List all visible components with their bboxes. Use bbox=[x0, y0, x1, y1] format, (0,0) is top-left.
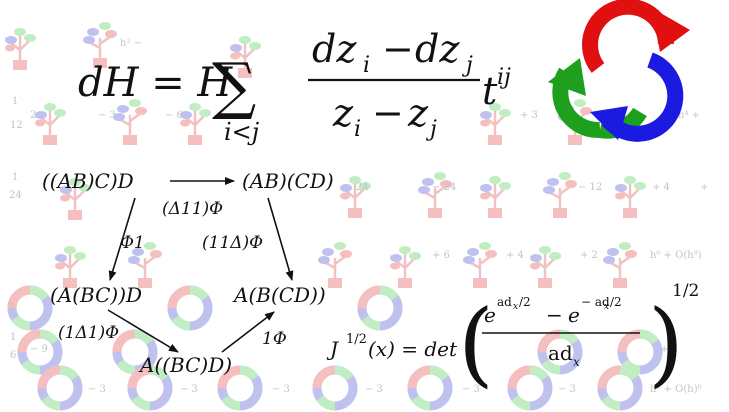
svg-text:z: z bbox=[407, 91, 429, 135]
bg-text: + 2 bbox=[580, 250, 598, 261]
node-1: ((AB)C)D bbox=[42, 169, 134, 193]
svg-text:i: i bbox=[354, 117, 361, 142]
bg-text: − 3 bbox=[558, 384, 576, 395]
bg-text: 2 bbox=[30, 110, 36, 121]
left-paren: ( bbox=[458, 290, 494, 397]
svg-text:x: x bbox=[604, 302, 609, 312]
bg-text: + 2 bbox=[660, 344, 678, 355]
formula-top: dH = H ∑ i<j dz i − dz j z i − z j t ij bbox=[78, 27, 511, 146]
bg-text: 6 bbox=[10, 350, 16, 361]
arrow-3-5 bbox=[107, 309, 179, 353]
background-pattern: h² − 1 12 2 − 3 − 6 + 3 − 6 h⁴ + 1 24 24… bbox=[3, 20, 708, 406]
node-2: (AB)(CD) bbox=[242, 169, 334, 193]
blue-arrow bbox=[590, 52, 684, 142]
bg-text: h⁶ + O(h⁸) bbox=[650, 250, 702, 261]
svg-text:−: − bbox=[372, 91, 404, 135]
bg-text: 1 bbox=[10, 332, 16, 343]
arrow-5-4 bbox=[221, 311, 275, 353]
bg-text: + 4 bbox=[652, 182, 670, 193]
node-5: A((BC)D) bbox=[138, 353, 232, 377]
bg-text: 2 bbox=[8, 302, 14, 313]
arrow-1-3 bbox=[108, 197, 136, 281]
svg-text:/2: /2 bbox=[610, 295, 622, 309]
bg-text: + 3 bbox=[520, 110, 538, 121]
arrow-label-5-4: 1Φ bbox=[262, 329, 287, 349]
bg-text: + 4 bbox=[506, 250, 524, 261]
bg-text: h² − bbox=[120, 38, 142, 49]
bg-text: 24 bbox=[356, 182, 369, 193]
fraction-numerator: dz i − dz j bbox=[312, 27, 473, 78]
bg-text: h⁸ + O(h)⁶ bbox=[650, 384, 702, 395]
jacobian-symbol: J bbox=[326, 337, 339, 361]
arrow-label-1-2: (Δ11)Φ bbox=[162, 199, 223, 219]
svg-text:x: x bbox=[513, 302, 518, 312]
svg-text:−: − bbox=[546, 303, 563, 327]
sum-symbol: ∑ bbox=[212, 49, 256, 122]
svg-text:−: − bbox=[382, 27, 414, 71]
bg-text: − 3 bbox=[272, 384, 290, 395]
bg-text: h⁴ + bbox=[678, 110, 700, 121]
svg-text:e: e bbox=[568, 303, 580, 327]
bg-text: − 6 bbox=[165, 110, 183, 121]
arrow-label-2-4: (11Δ)Φ bbox=[202, 233, 263, 253]
svg-text:/2: /2 bbox=[519, 295, 531, 309]
node-3: (A(BC))D bbox=[50, 283, 142, 307]
svg-text:− ad: − ad bbox=[581, 295, 610, 309]
bg-text: − 24 bbox=[432, 182, 456, 193]
formula-lhs: dH = H bbox=[78, 60, 233, 106]
svg-text:dz: dz bbox=[312, 27, 357, 71]
det-denominator: ad bbox=[548, 341, 573, 365]
det-numerator: e ad x /2 − e − ad x /2 bbox=[484, 295, 622, 327]
bg-text: + 6 bbox=[432, 250, 450, 261]
bg-text: 1 bbox=[12, 96, 18, 107]
det-expression: (x) = det bbox=[368, 337, 458, 361]
bg-text: 24 bbox=[9, 190, 22, 201]
bg-text: 12 bbox=[10, 120, 23, 131]
bg-text: + bbox=[700, 182, 708, 193]
bg-text: − 3 bbox=[88, 384, 106, 395]
sum-subscript: i<j bbox=[224, 118, 260, 146]
svg-text:z: z bbox=[332, 91, 354, 135]
bg-text: − 9 bbox=[30, 344, 48, 355]
node-4: A(B(CD)) bbox=[232, 283, 326, 307]
right-paren: ) bbox=[648, 290, 684, 397]
svg-text:dz: dz bbox=[415, 27, 460, 71]
svg-text:ad: ad bbox=[497, 295, 512, 309]
arrow-2-4 bbox=[267, 197, 294, 281]
arrow-label-1-3: Φ1 bbox=[120, 233, 145, 253]
arrow-label-3-5: (1Δ1)Φ bbox=[58, 323, 119, 343]
bg-text: − 12 bbox=[578, 182, 602, 193]
bg-text: − 3 bbox=[98, 110, 116, 121]
outer-exponent: 1/2 bbox=[672, 281, 699, 301]
jacobian-exponent: 1/2 bbox=[346, 332, 367, 347]
t-variable: t bbox=[482, 69, 498, 113]
svg-text:j: j bbox=[461, 53, 473, 78]
three-arrows-logo bbox=[548, 0, 690, 142]
svg-text:i: i bbox=[363, 53, 370, 78]
pentagon-diagram: ((AB)C)D (AB)(CD) (A(BC))D A(B(CD)) A((B… bbox=[42, 169, 334, 377]
bg-text: 1 bbox=[12, 172, 18, 183]
formula-bottom: J 1/2 (x) = det ( e ad x /2 − e − ad x /… bbox=[326, 281, 699, 397]
red-arrow bbox=[582, 0, 690, 73]
svg-text:e: e bbox=[484, 303, 496, 327]
t-superscript: ij bbox=[497, 65, 511, 90]
bg-text: − 3 bbox=[365, 384, 383, 395]
background-text: h² − 1 12 2 − 3 − 6 + 3 − 6 h⁴ + 1 24 24… bbox=[8, 38, 708, 395]
bg-text: − 3 bbox=[462, 384, 480, 395]
bg-text: − 3 bbox=[180, 384, 198, 395]
fraction-denominator: z i − z j bbox=[332, 91, 437, 142]
det-denominator-sub: x bbox=[573, 355, 580, 369]
